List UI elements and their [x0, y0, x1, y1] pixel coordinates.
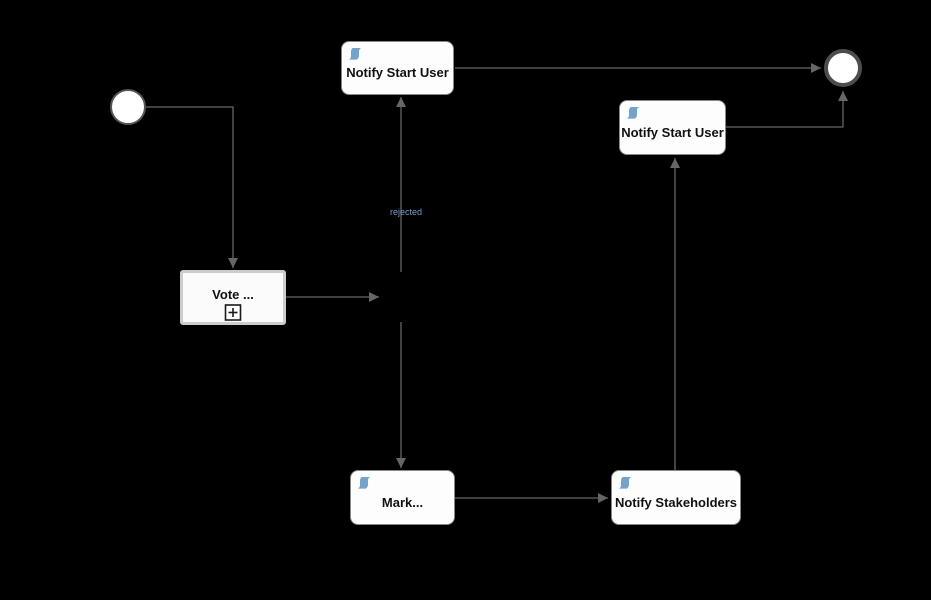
task-label: Notify Start User [346, 65, 449, 80]
task-label: Mark... [381, 494, 424, 510]
subprocess-vote[interactable]: Vote ... [180, 270, 286, 325]
task-notify-stakeholders[interactable]: Notify Stakeholders [611, 470, 741, 525]
task-label: Notify Stakeholders [614, 494, 738, 510]
task-mark[interactable]: Mark... [350, 470, 455, 525]
flow-start-to-vote[interactable] [146, 106, 238, 268]
script-icon [626, 106, 640, 120]
task-label: Notify Start User [621, 124, 724, 140]
task-notify-start-user-top[interactable]: Notify Start User [341, 41, 454, 95]
end-event[interactable] [824, 49, 862, 87]
subprocess-plus-icon[interactable] [224, 304, 242, 321]
start-event[interactable] [110, 89, 146, 125]
exclusive-gateway[interactable] [375, 271, 427, 323]
script-icon [357, 476, 371, 490]
subprocess-label: Vote ... [212, 287, 254, 302]
flow-notify-start-user-right-to-end[interactable] [726, 91, 848, 128]
script-icon [618, 476, 632, 490]
task-notify-start-user-right[interactable]: Notify Start User [619, 100, 726, 155]
flow-label-rejected[interactable]: rejected [389, 207, 423, 217]
script-icon [348, 47, 362, 61]
